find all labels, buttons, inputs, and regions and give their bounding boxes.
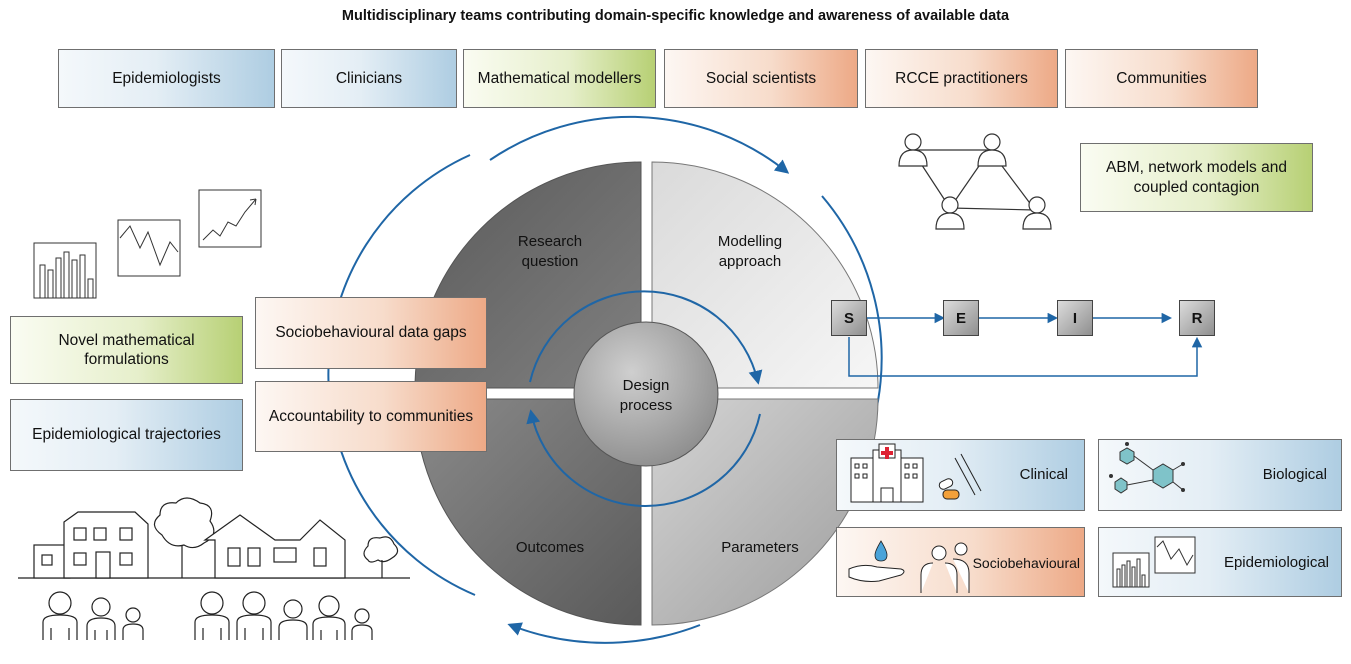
seir-node-r: R — [1179, 300, 1215, 336]
quadrant-modelling-approach — [651, 161, 879, 389]
team-mathematical-modellers: Mathematical modellers — [463, 49, 656, 108]
outer-cycle-arc-bottom — [507, 622, 701, 644]
data-clinical-box: Clinical — [836, 439, 1085, 511]
hand-people-icon — [848, 540, 970, 593]
team-rcce-practitioners: RCCE practitioners — [865, 49, 1058, 108]
data-sociobehavioural-box: Sociobehavioural — [836, 527, 1085, 597]
outer-cycle-arc-top — [489, 115, 790, 174]
houses-and-trees-icon — [18, 497, 410, 579]
data-epidemiological-box: Epidemiological — [1098, 527, 1342, 597]
research-question-label: Research question — [517, 233, 583, 270]
seir-node-i: I — [1057, 300, 1093, 336]
data-biological-box: Biological — [1098, 439, 1342, 511]
bar-chart-icon — [33, 242, 97, 299]
seir-node-e: E — [943, 300, 979, 336]
inner-cycle-arc-bottom — [526, 409, 761, 507]
epi-trajectories-box: Epidemiological trajectories — [10, 399, 243, 471]
team-epidemiologists: Epidemiologists — [58, 49, 275, 108]
team-clinicians: Clinicians — [281, 49, 457, 108]
line-chart-icon — [117, 219, 181, 277]
epi-charts-icon — [1112, 536, 1196, 588]
sociobehavioural-label: Sociobehavioural — [972, 555, 1080, 571]
novel-math-box: Novel mathematical formulations — [10, 316, 243, 384]
quadrant-outcomes — [414, 398, 642, 626]
inner-cycle-arc-top — [529, 290, 763, 385]
modelling-approach-label: Modelling approach — [717, 233, 783, 270]
clinical-label: Clinical — [1019, 466, 1068, 483]
models-box: ABM, network models and coupled contagio… — [1080, 143, 1313, 212]
sociobehavioural-gaps-box: Sociobehavioural data gaps — [255, 297, 487, 369]
hospital-syringe-icon — [850, 443, 982, 503]
team-social-scientists: Social scientists — [664, 49, 858, 108]
center-circle — [573, 321, 719, 467]
biological-label: Biological — [1262, 466, 1327, 483]
seir-node-s: S — [831, 300, 867, 336]
outer-cycle-arc-left — [327, 154, 476, 596]
network-icon — [898, 133, 1052, 230]
epidemiological-label: Epidemiological — [1223, 554, 1329, 571]
trend-chart-icon — [198, 189, 262, 248]
diagram-title: Multidisciplinary teams contributing dom… — [341, 8, 1010, 24]
design-process-label: Design process — [619, 377, 673, 414]
outcomes-label: Outcomes — [515, 539, 585, 556]
accountability-box: Accountability to communities — [255, 381, 487, 452]
team-communities: Communities — [1065, 49, 1258, 108]
molecule-icon — [1109, 442, 1185, 494]
community-people-icon — [42, 591, 373, 640]
seir-feedback-line — [848, 336, 1203, 377]
parameters-label: Parameters — [721, 539, 799, 556]
